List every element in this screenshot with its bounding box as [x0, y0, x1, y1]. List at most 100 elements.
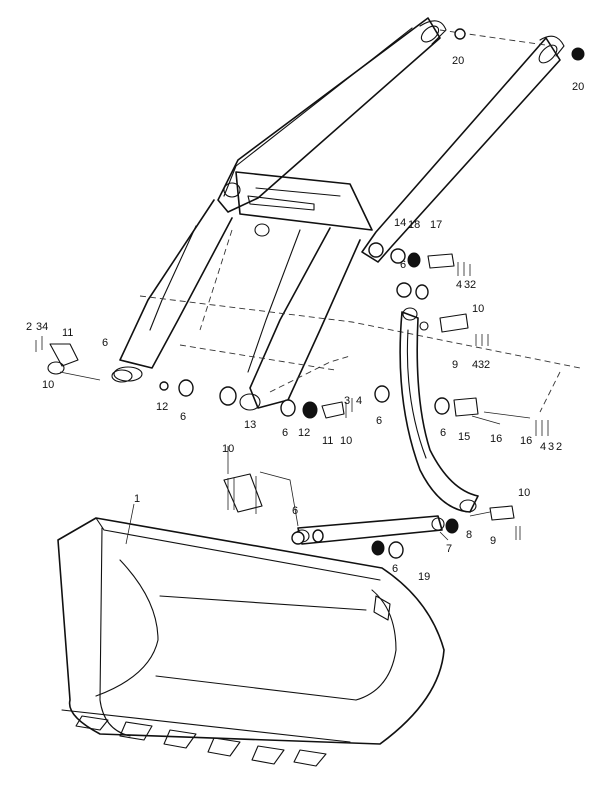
- part-number-label: 16: [520, 435, 532, 447]
- bucket-inner-bottom: [155, 675, 357, 701]
- part-number-label: 3: [478, 359, 484, 371]
- bellcrank-top-boss: [402, 307, 418, 321]
- left-arm-top-plate: [217, 17, 441, 213]
- reference-line-e: [269, 355, 351, 393]
- small-parts: [35, 28, 585, 559]
- bushing-15: [453, 397, 479, 417]
- part-number-label: 15: [458, 431, 470, 443]
- washer-6-tie: [291, 531, 305, 545]
- bolts-3-4-center: [345, 398, 353, 418]
- bellcrank-bottom-boss: [459, 499, 477, 513]
- part-number-label: 2: [484, 359, 490, 371]
- pin-group-mid: [223, 473, 263, 513]
- reference-line-d: [539, 371, 561, 413]
- part-number-label: 3: [344, 395, 350, 407]
- center-line-c: [483, 411, 531, 419]
- tooth-4: [207, 737, 241, 757]
- left-lower-arm-outer: [119, 199, 233, 369]
- center-line-a: [259, 471, 299, 527]
- bolts-4-3-2-mid: [475, 334, 489, 346]
- bushing-12-center: [302, 401, 318, 419]
- reference-line-a: [139, 295, 581, 369]
- center-line-f: [59, 371, 101, 381]
- bushing-7: [445, 518, 459, 534]
- cylinder-mount: [223, 182, 241, 198]
- part-number-label: 10: [518, 487, 530, 499]
- part-number-label: 6: [282, 427, 288, 439]
- bushing-bucket: [371, 540, 385, 556]
- washer-6b: [415, 284, 429, 300]
- left-lower-arm-inner: [249, 227, 361, 409]
- part-number-label: 2: [26, 321, 32, 333]
- pin-17: [427, 253, 455, 269]
- part-number-label: 4: [356, 395, 362, 407]
- reference-line-b: [199, 229, 233, 331]
- pin-11-center: [321, 401, 345, 419]
- spacer-12-left: [159, 381, 169, 391]
- part-number-label: 10: [222, 443, 234, 455]
- part-number-label: 11: [322, 435, 333, 447]
- part-number-label: 10: [472, 303, 484, 315]
- part-number-label: 6: [292, 505, 298, 517]
- arm-outer-edge: [149, 225, 197, 331]
- part-number-label: 6: [180, 411, 186, 423]
- pin-9-bottom: [489, 505, 515, 521]
- washer-6-left: [111, 369, 133, 383]
- center-line-e: [439, 511, 491, 541]
- bucket-shell: [57, 517, 445, 745]
- bucket: [57, 517, 445, 767]
- bucket-inner-top: [159, 595, 367, 611]
- part-number-label: 12: [298, 427, 310, 439]
- reference-line-c: [179, 344, 336, 371]
- center-line-d: [471, 415, 501, 425]
- bellcrank-outer: [399, 311, 479, 513]
- part-number-label: 9: [490, 535, 496, 547]
- bushing-20a: [454, 28, 466, 40]
- bushing-18: [407, 252, 421, 268]
- pin-upper-link: [439, 313, 469, 333]
- bolts-bottom-right: [515, 526, 521, 540]
- part-number-label: 18: [408, 219, 420, 231]
- part-number-label: 6: [392, 563, 398, 575]
- right-arm-top-plate: [361, 37, 561, 263]
- part-number-label: 4: [540, 441, 546, 453]
- part-number-label: 34: [36, 321, 48, 333]
- part-number-label: 13: [244, 419, 256, 431]
- washer-6-tie-b: [312, 529, 324, 543]
- part-number-label: 14: [394, 217, 406, 229]
- right-arm-pin-boss: [538, 44, 558, 64]
- tooth-6: [293, 749, 327, 767]
- bucket-curve-left: [95, 559, 159, 697]
- washer-13: [219, 386, 237, 406]
- part-number-label: 4: [456, 279, 462, 291]
- part-number-label: 10: [42, 379, 54, 391]
- cross-tube-hidden: [439, 29, 553, 47]
- tooth-1: [75, 715, 109, 731]
- part-number-label: 9: [452, 359, 458, 371]
- bolts-4-3-2-right: [535, 420, 549, 436]
- part-number-label: 7: [446, 543, 452, 555]
- bucket-cutting-edge: [61, 709, 351, 743]
- right-arm-tip: [539, 35, 565, 57]
- part-number-label: 2: [470, 279, 476, 291]
- part-number-label: 17: [430, 219, 442, 231]
- cross-member-hole: [254, 223, 270, 237]
- tooth-3: [163, 729, 197, 749]
- washer-6a: [396, 282, 412, 298]
- part-number-label: 20: [452, 55, 464, 67]
- left-arm-tip: [419, 20, 447, 45]
- washer-14: [390, 248, 406, 264]
- part-number-label: 10: [340, 435, 352, 447]
- bolts-group-10: [227, 476, 257, 514]
- cross-member: [235, 171, 373, 231]
- part-number-label: 8: [466, 529, 472, 541]
- tooth-5: [251, 745, 285, 765]
- pin-11-head: [47, 361, 65, 375]
- part-number-label: 6: [102, 337, 108, 349]
- boom-arm: [113, 17, 581, 413]
- part-number-label: 19: [418, 571, 430, 583]
- cylinder-pin: [247, 195, 315, 211]
